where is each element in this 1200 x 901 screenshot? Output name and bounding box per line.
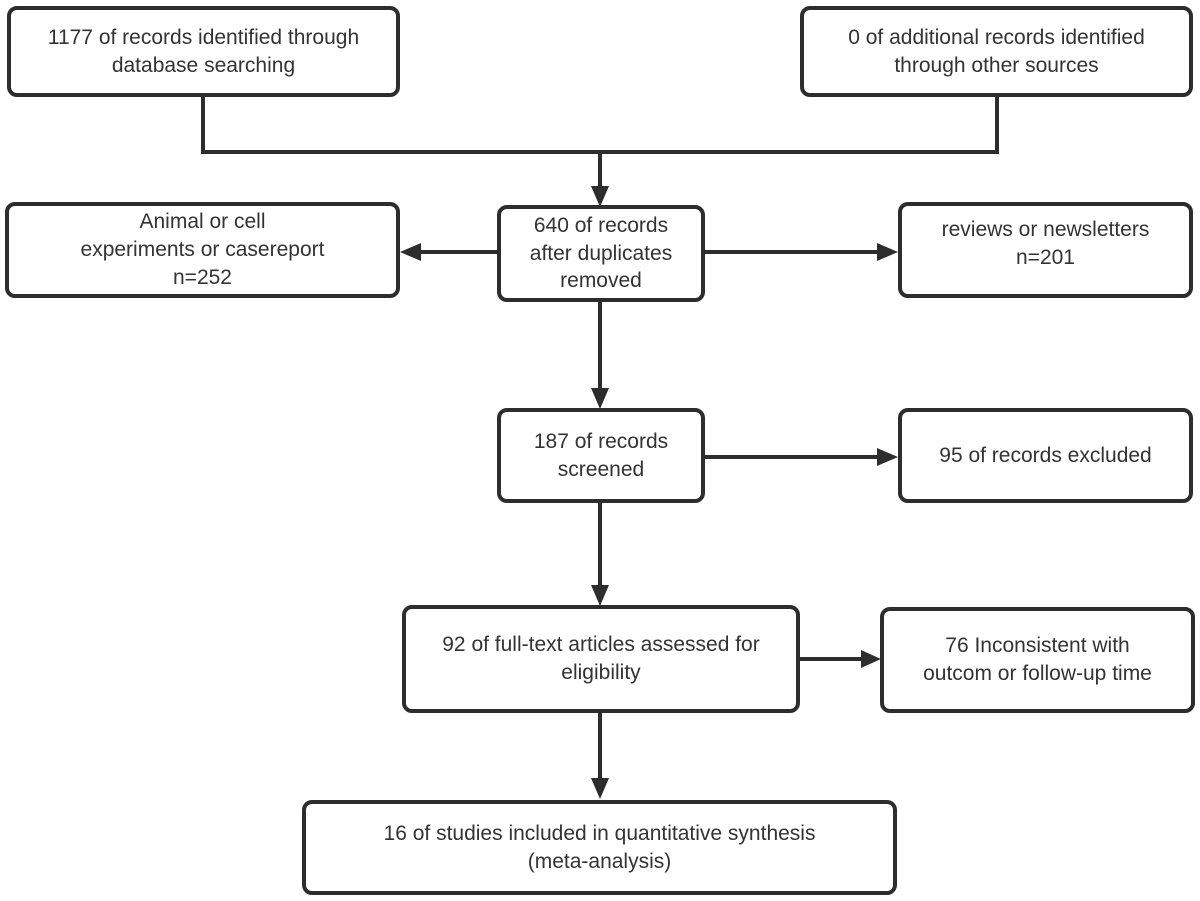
node-inconsistent-excluded: 76 Inconsistent with outcom or follow-up… <box>880 607 1195 713</box>
node-records-identified: 1177 of records identified through datab… <box>7 6 400 97</box>
edge-fulltext-to-included <box>591 711 609 799</box>
edge-identified-to-duplicates <box>201 95 999 207</box>
node-reviews-newsletters-excluded: reviews or newsletters n=201 <box>898 202 1193 298</box>
edge-screened-to-excluded <box>705 448 898 466</box>
node-animal-cell-excluded: Animal or cell experiments or casereport… <box>5 202 400 298</box>
node-records-screened: 187 of records screened <box>497 408 705 503</box>
node-records-excluded: 95 of records excluded <box>898 408 1193 503</box>
edge-duplicates-to-reviews <box>705 243 898 261</box>
node-additional-records: 0 of additional records identified throu… <box>800 6 1193 97</box>
edge-duplicates-to-screened <box>591 300 609 409</box>
edge-fulltext-to-inconsistent <box>800 650 881 668</box>
node-studies-included: 16 of studies included in quantitative s… <box>302 800 897 895</box>
edge-screened-to-fulltext <box>591 501 609 606</box>
edge-duplicates-to-animal <box>400 243 497 261</box>
node-fulltext-assessed: 92 of full-text articles assessed for el… <box>402 605 800 713</box>
node-duplicates-removed: 640 of records after duplicates removed <box>497 205 705 302</box>
